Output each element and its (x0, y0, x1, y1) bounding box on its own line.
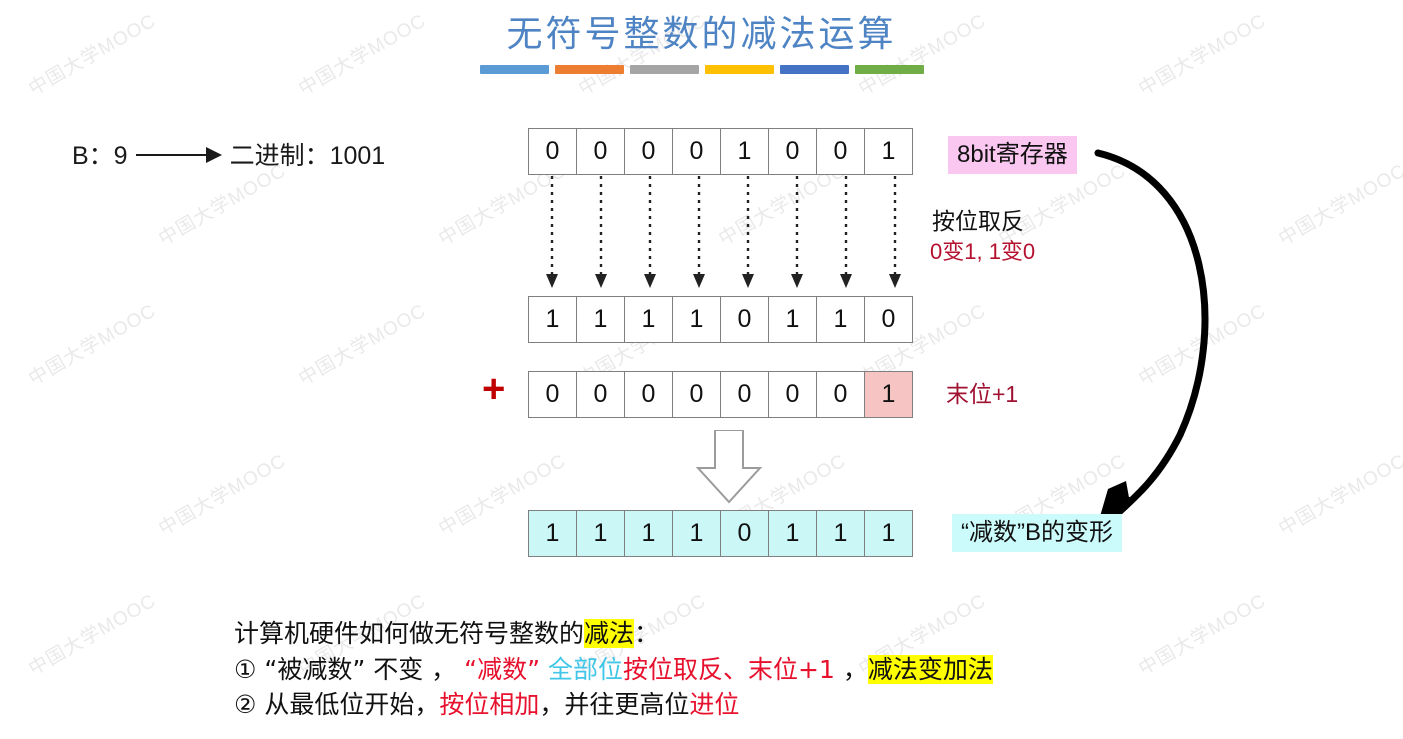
register-to-result-curved-arrow (1094, 149, 1209, 537)
line3-red2: 进位 (689, 690, 740, 719)
bit-cell: 0 (768, 371, 817, 418)
title-bar-1 (479, 65, 549, 74)
right-arrow-icon (135, 143, 226, 165)
watermark: 中国大学MOOC (1275, 160, 1403, 251)
bit-cell: 1 (672, 296, 721, 343)
explanation-line-1: 计算机硬件如何做无符号整数的减法： (234, 616, 993, 652)
watermark: 中国大学MOOC (25, 590, 160, 681)
bit-cell: 1 (576, 296, 625, 343)
sum-down-arrow-icon (695, 430, 763, 504)
explanation-line-2: ① “被减数” 不变 ， “减数” 全部位按位取反、末位+1 ，减法变加法 (234, 652, 993, 688)
register-label: 8bit寄存器 (948, 136, 1077, 174)
line2-marker: ① (234, 654, 257, 684)
result-label: “减数”B的变形 (952, 514, 1122, 552)
bitwise-invert-dotted-arrows (546, 176, 901, 288)
watermark: 中国大学MOOC (1135, 300, 1270, 391)
line2-red3: 末位+1 (748, 654, 835, 684)
title-bar-2 (554, 65, 624, 74)
bitwise-invert-title: 按位取反 (932, 208, 1024, 234)
plus-operator: + (482, 367, 506, 411)
bitwise-invert-detail: 0变1, 1变0 (930, 239, 1036, 264)
line3-red1: 按位相加 (439, 690, 540, 719)
watermark: 中国大学MOOC (1275, 450, 1403, 541)
line1-plain: 计算机硬件如何做无符号整数的 (234, 619, 585, 648)
page-title: 无符号整数的减法运算 (506, 14, 897, 55)
bit-cell: 1 (768, 296, 817, 343)
line1-highlight: 减法 (584, 619, 635, 648)
bit-cell: 1 (528, 296, 577, 343)
bit-cell: 1 (624, 510, 673, 557)
bit-cell: 0 (864, 296, 913, 343)
bit-cell: 0 (816, 371, 865, 418)
watermark: 中国大学MOOC (1135, 590, 1270, 681)
bit-cell: 0 (672, 128, 721, 175)
title-bar-6 (854, 65, 924, 74)
title-decorative-bars (479, 65, 924, 74)
bit-cell: 1 (864, 128, 913, 175)
plus-one-note: 末位+1 (946, 381, 1019, 407)
bit-cell: 1 (576, 510, 625, 557)
line3-marker: ② (234, 690, 257, 719)
bit-cell: 0 (528, 128, 577, 175)
bit-cell: 1 (864, 371, 913, 418)
bit-cell: 0 (672, 371, 721, 418)
bit-cell: 0 (768, 128, 817, 175)
watermark: 中国大学MOOC (155, 450, 290, 541)
bit-cell: 0 (720, 510, 769, 557)
bit-cell: 1 (816, 296, 865, 343)
bit-cell: 1 (768, 510, 817, 557)
line3-p1: 从最低位开始， (256, 690, 440, 719)
bit-cell: 1 (624, 296, 673, 343)
bit-cell: 0 (528, 371, 577, 418)
bit-cell: 0 (576, 371, 625, 418)
bit-cell: 0 (624, 371, 673, 418)
title-bar-3 (629, 65, 699, 74)
bit-cell: 0 (720, 296, 769, 343)
bit-cell: 1 (864, 510, 913, 557)
line3-p2: ，并往更高位 (539, 690, 690, 719)
bit-cell: 1 (816, 510, 865, 557)
title-bar-4 (704, 65, 774, 74)
line2-red1: “减数” (456, 654, 548, 684)
watermark: 中国大学MOOC (295, 300, 430, 391)
bit-cell: 1 (528, 510, 577, 557)
explanation-line-3: ② 从最低位开始，按位相加，并往更高位进位 (234, 687, 993, 723)
watermark: 中国大学MOOC (25, 300, 160, 391)
bit-cell: 1 (672, 510, 721, 557)
source-value-label: B：9 (72, 142, 128, 170)
line2-p1: “被减数” 不变 ， (256, 654, 457, 684)
title-bar-5 (779, 65, 849, 74)
line2-highlight: 减法变加法 (867, 654, 993, 684)
line2-p2: ， (834, 654, 868, 684)
bit-cell: 0 (576, 128, 625, 175)
bit-cell: 0 (816, 128, 865, 175)
bit-cell: 0 (720, 371, 769, 418)
line2-red2: 按位取反、 (623, 654, 749, 684)
line2-cyan1: 全部位 (547, 654, 623, 684)
binary-value-label: 二进制：1001 (229, 142, 386, 170)
bit-cell: 0 (624, 128, 673, 175)
explanation-block: 计算机硬件如何做无符号整数的减法： ① “被减数” 不变 ， “减数” 全部位按… (234, 616, 993, 723)
decimal-to-binary-expression: B：9 二进制：1001 (72, 136, 385, 172)
line1-tail: ： (634, 619, 660, 648)
slide-header: 无符号整数的减法运算 (0, 12, 1403, 74)
bit-cell: 1 (720, 128, 769, 175)
